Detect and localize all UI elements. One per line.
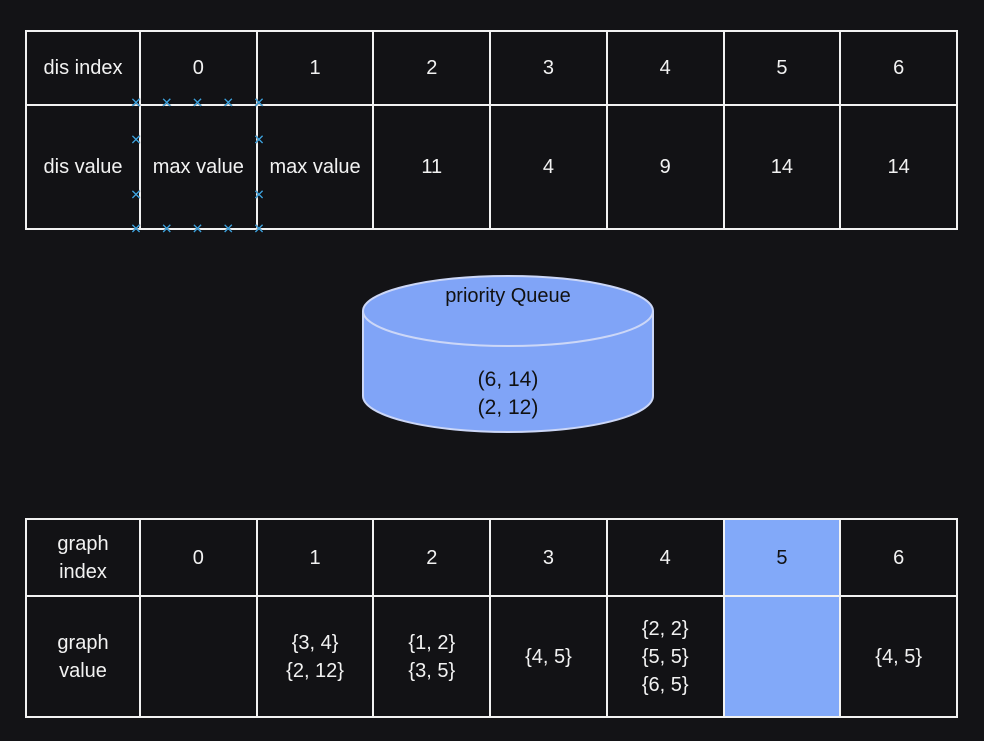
- selection-handle-icon[interactable]: ✕: [130, 186, 142, 203]
- dis-index-cell-1[interactable]: 1: [257, 32, 373, 104]
- selection-handle-icon[interactable]: ✕: [130, 220, 142, 237]
- queue-item[interactable]: (2, 12): [477, 396, 539, 419]
- dis-value-cell-3[interactable]: 4: [491, 106, 606, 228]
- dis-value-cell-1[interactable]: max value: [257, 106, 373, 228]
- dis-value-cell-5[interactable]: 14: [724, 106, 840, 228]
- graph-index-cell-4[interactable]: 4: [607, 520, 723, 595]
- queue-cylinder-icon: [362, 275, 654, 433]
- priority-queue[interactable]: priority Queue (6, 14) (2, 12): [360, 274, 656, 436]
- graph-value-cell-0[interactable]: [141, 597, 256, 716]
- graph-index-cell-0[interactable]: 0: [141, 520, 256, 595]
- dis-value-cell-6[interactable]: 14: [841, 106, 956, 228]
- dis-value-cell-2[interactable]: 11: [374, 106, 490, 228]
- graph-value-cell-5[interactable]: [724, 597, 840, 716]
- queue-items: (6, 14) (2, 12): [360, 366, 656, 422]
- selection-handle-icon[interactable]: ✕: [191, 220, 204, 237]
- dis-value-cell-0[interactable]: max value: [141, 106, 256, 228]
- dis-index-cell-5[interactable]: 5: [724, 32, 840, 104]
- queue-title: priority Queue: [445, 285, 571, 307]
- selection-box[interactable]: ✕ ✕ ✕ ✕ ✕ ✕ ✕ ✕ ✕ ✕ ✕ ✕ ✕ ✕: [130, 95, 265, 237]
- graph-index-cell-2[interactable]: 2: [374, 520, 490, 595]
- dis-index-label: dis index: [27, 32, 139, 104]
- dis-value-cell-4[interactable]: 9: [607, 106, 723, 228]
- selection-handle-icon[interactable]: ✕: [222, 220, 235, 237]
- dis-value-label: dis value: [27, 106, 139, 228]
- selection-handle-icon[interactable]: ✕: [160, 94, 173, 111]
- selection-handle-icon[interactable]: ✕: [130, 94, 142, 111]
- dis-index-cell-4[interactable]: 4: [607, 32, 723, 104]
- selection-handle-icon[interactable]: ✕: [253, 131, 265, 148]
- selection-handle-icon[interactable]: ✕: [253, 94, 265, 111]
- graph-value-cell-3[interactable]: {4, 5}: [491, 597, 606, 716]
- dis-index-cell-2[interactable]: 2: [374, 32, 490, 104]
- graph-index-label: graph index: [27, 520, 139, 595]
- selection-handle-icon[interactable]: ✕: [222, 94, 235, 111]
- dis-table[interactable]: dis index 0 1 2 3 4 5 6 dis value max va…: [25, 30, 958, 230]
- graph-value-cell-6[interactable]: {4, 5}: [841, 597, 956, 716]
- selection-handle-icon[interactable]: ✕: [130, 131, 142, 148]
- graph-index-cell-5[interactable]: 5: [724, 520, 840, 595]
- graph-index-cell-1[interactable]: 1: [257, 520, 373, 595]
- selection-handle-icon[interactable]: ✕: [253, 186, 265, 203]
- graph-value-cell-4[interactable]: {2, 2} {5, 5} {6, 5}: [607, 597, 723, 716]
- dis-index-cell-6[interactable]: 6: [841, 32, 956, 104]
- graph-value-cell-2[interactable]: {1, 2} {3, 5}: [374, 597, 490, 716]
- selection-handle-icon[interactable]: ✕: [160, 220, 173, 237]
- graph-value-label: graph value: [27, 597, 139, 716]
- graph-table[interactable]: graph index 0 1 2 3 4 5 6 graph value {3…: [25, 518, 958, 718]
- dis-index-cell-3[interactable]: 3: [491, 32, 606, 104]
- graph-value-cell-1[interactable]: {3, 4} {2, 12}: [257, 597, 373, 716]
- queue-item[interactable]: (6, 14): [477, 368, 539, 391]
- graph-index-cell-3[interactable]: 3: [491, 520, 606, 595]
- graph-index-cell-6[interactable]: 6: [841, 520, 956, 595]
- selection-handle-icon[interactable]: ✕: [253, 220, 265, 237]
- selection-handle-icon[interactable]: ✕: [191, 94, 204, 111]
- dis-index-cell-0[interactable]: 0: [141, 32, 256, 104]
